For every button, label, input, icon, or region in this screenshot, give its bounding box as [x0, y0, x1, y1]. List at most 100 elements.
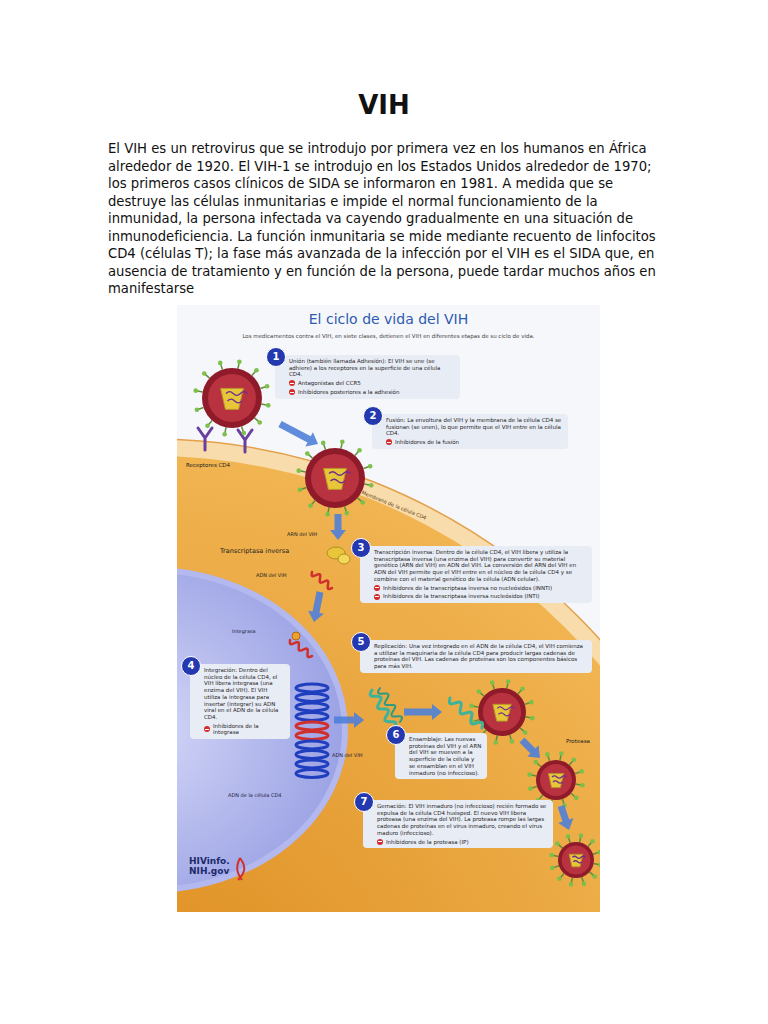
callout-number: 2 — [363, 406, 383, 426]
page-title: VIH — [0, 90, 768, 120]
spike-head — [566, 834, 571, 839]
flow-arrow — [558, 805, 574, 830]
drug-class-row: Antagonistas del CCR5 — [289, 380, 455, 387]
drug-class: Inhibidores de la transcriptasa inversa … — [383, 585, 552, 592]
spike-head — [195, 407, 200, 412]
spike-head — [266, 403, 271, 408]
step-box: 7Gemación: El VIH inmaduro (no infeccios… — [363, 800, 553, 848]
spike-head — [476, 689, 481, 694]
drug-class: Inhibidores de la fusión — [395, 439, 459, 446]
spike-head — [597, 850, 600, 855]
spike-head — [572, 757, 577, 762]
part-label: ADN del VIH — [256, 572, 286, 578]
part-label: Proteasa — [566, 738, 590, 745]
logo-ribbon — [237, 858, 244, 880]
spike-head — [582, 881, 587, 886]
spike-head — [218, 361, 223, 366]
drug-class: Inhibidores posteriores a la adhesión — [298, 389, 399, 396]
flow-arrow — [330, 514, 346, 540]
virion-envelope — [305, 448, 365, 508]
virion-matrix — [540, 764, 572, 796]
cell-dna-coil — [296, 751, 328, 759]
flow-arrow — [520, 738, 540, 758]
spike-head — [559, 751, 564, 756]
step-description: Integración: Dentro del núcleo de la cél… — [204, 667, 285, 721]
spike-head — [555, 841, 560, 846]
stop-icon — [377, 839, 383, 845]
step-description: Fusión: La envoltura del VIH y la membra… — [386, 417, 563, 437]
spike-head — [321, 441, 326, 446]
drug-class-row: Inhibidores posteriores a la adhesión — [289, 389, 455, 396]
step-description: Transcripción inversa: Dentro de la célu… — [374, 549, 587, 583]
callout-number: 6 — [386, 725, 406, 745]
spike-head — [360, 500, 365, 505]
stop-icon — [374, 585, 380, 591]
stop-icon — [374, 594, 380, 600]
callout-number: 4 — [181, 656, 201, 676]
step-box: 4Integración: Dentro del núcleo de la cé… — [190, 664, 290, 739]
cell-cytoplasm — [177, 456, 600, 912]
viral-rna — [552, 776, 566, 783]
viral-rna — [572, 856, 585, 863]
spike-head — [510, 739, 515, 744]
drug-class: Inhibidores de la integrasa — [213, 723, 285, 736]
cell-dna-coil — [296, 760, 328, 768]
virion-envelope — [536, 760, 576, 800]
site-logo: HIVinfo. NIH.gov — [189, 856, 233, 876]
cell-dna-coil — [296, 684, 328, 692]
stop-icon — [289, 389, 295, 395]
spike-head — [257, 420, 262, 425]
hiv-virion — [193, 359, 270, 436]
spike-head — [530, 716, 535, 721]
step-description: Ensamblaje: Las nuevas proteínas del VIH… — [409, 736, 482, 776]
spike-head — [202, 371, 207, 376]
spike-head — [549, 853, 554, 858]
spike-head — [308, 503, 313, 508]
part-label: ADN de la célula CD4 — [228, 792, 281, 798]
spike-head — [545, 752, 550, 757]
flow-arrow — [308, 591, 324, 622]
spike-head — [237, 359, 242, 364]
spike-head — [265, 384, 270, 389]
drug-class: Inhibidores de la transcriptasa inversa … — [383, 593, 539, 600]
flow-arrow — [404, 704, 442, 720]
step-description: Gemación: El VIH inmaduro (no infeccioso… — [377, 803, 548, 837]
step-box: 3Transcripción inversa: Dentro de la cél… — [360, 546, 592, 603]
cell-dna-coil — [296, 770, 328, 778]
spike-head — [305, 451, 310, 456]
virion-envelope — [558, 842, 594, 878]
drug-class-row: Inhibidores de la proteasa (IP) — [377, 839, 548, 846]
drug-class: Inhibidores de la proteasa (IP) — [386, 839, 469, 846]
spike-head — [550, 866, 555, 871]
spike-head — [580, 783, 585, 788]
callout-number: 5 — [351, 632, 371, 652]
spike-head — [579, 769, 584, 774]
stop-icon — [204, 726, 210, 732]
spike-head — [529, 700, 534, 705]
viral-rna — [329, 472, 351, 483]
illustration-parts — [193, 359, 600, 886]
stop-icon — [386, 439, 392, 445]
intro-paragraph: El VIH es un retrovirus que se introdujo… — [108, 140, 668, 298]
cell-dna-coil — [296, 694, 328, 702]
spike-head — [506, 679, 511, 684]
part-label: Receptores CD4 — [186, 462, 230, 469]
infographic-title: El ciclo de vida del VIH — [177, 311, 600, 329]
spike-head — [298, 487, 303, 492]
cell-membrane — [177, 439, 600, 912]
reverse-transcriptase — [338, 554, 350, 564]
spike-head — [344, 511, 349, 516]
step-box: 5Replicación: Una vez integrado en el AD… — [360, 640, 592, 673]
drug-class-row: Inhibidores de la integrasa — [204, 723, 285, 736]
viral-dna-strand — [290, 640, 312, 657]
cell-dna-coil — [296, 741, 328, 749]
spike-head — [254, 368, 259, 373]
spike-head — [368, 464, 373, 469]
viral-dna-strand — [312, 572, 332, 589]
step-box: 1Unión (también llamada Adhesión): El VI… — [275, 355, 460, 399]
spike-head — [592, 874, 597, 879]
spike-head — [598, 863, 600, 868]
hiv-virion — [296, 439, 373, 516]
callout-number: 1 — [266, 347, 286, 367]
drug-class-row: Inhibidores de la transcriptasa inversa … — [374, 593, 587, 600]
